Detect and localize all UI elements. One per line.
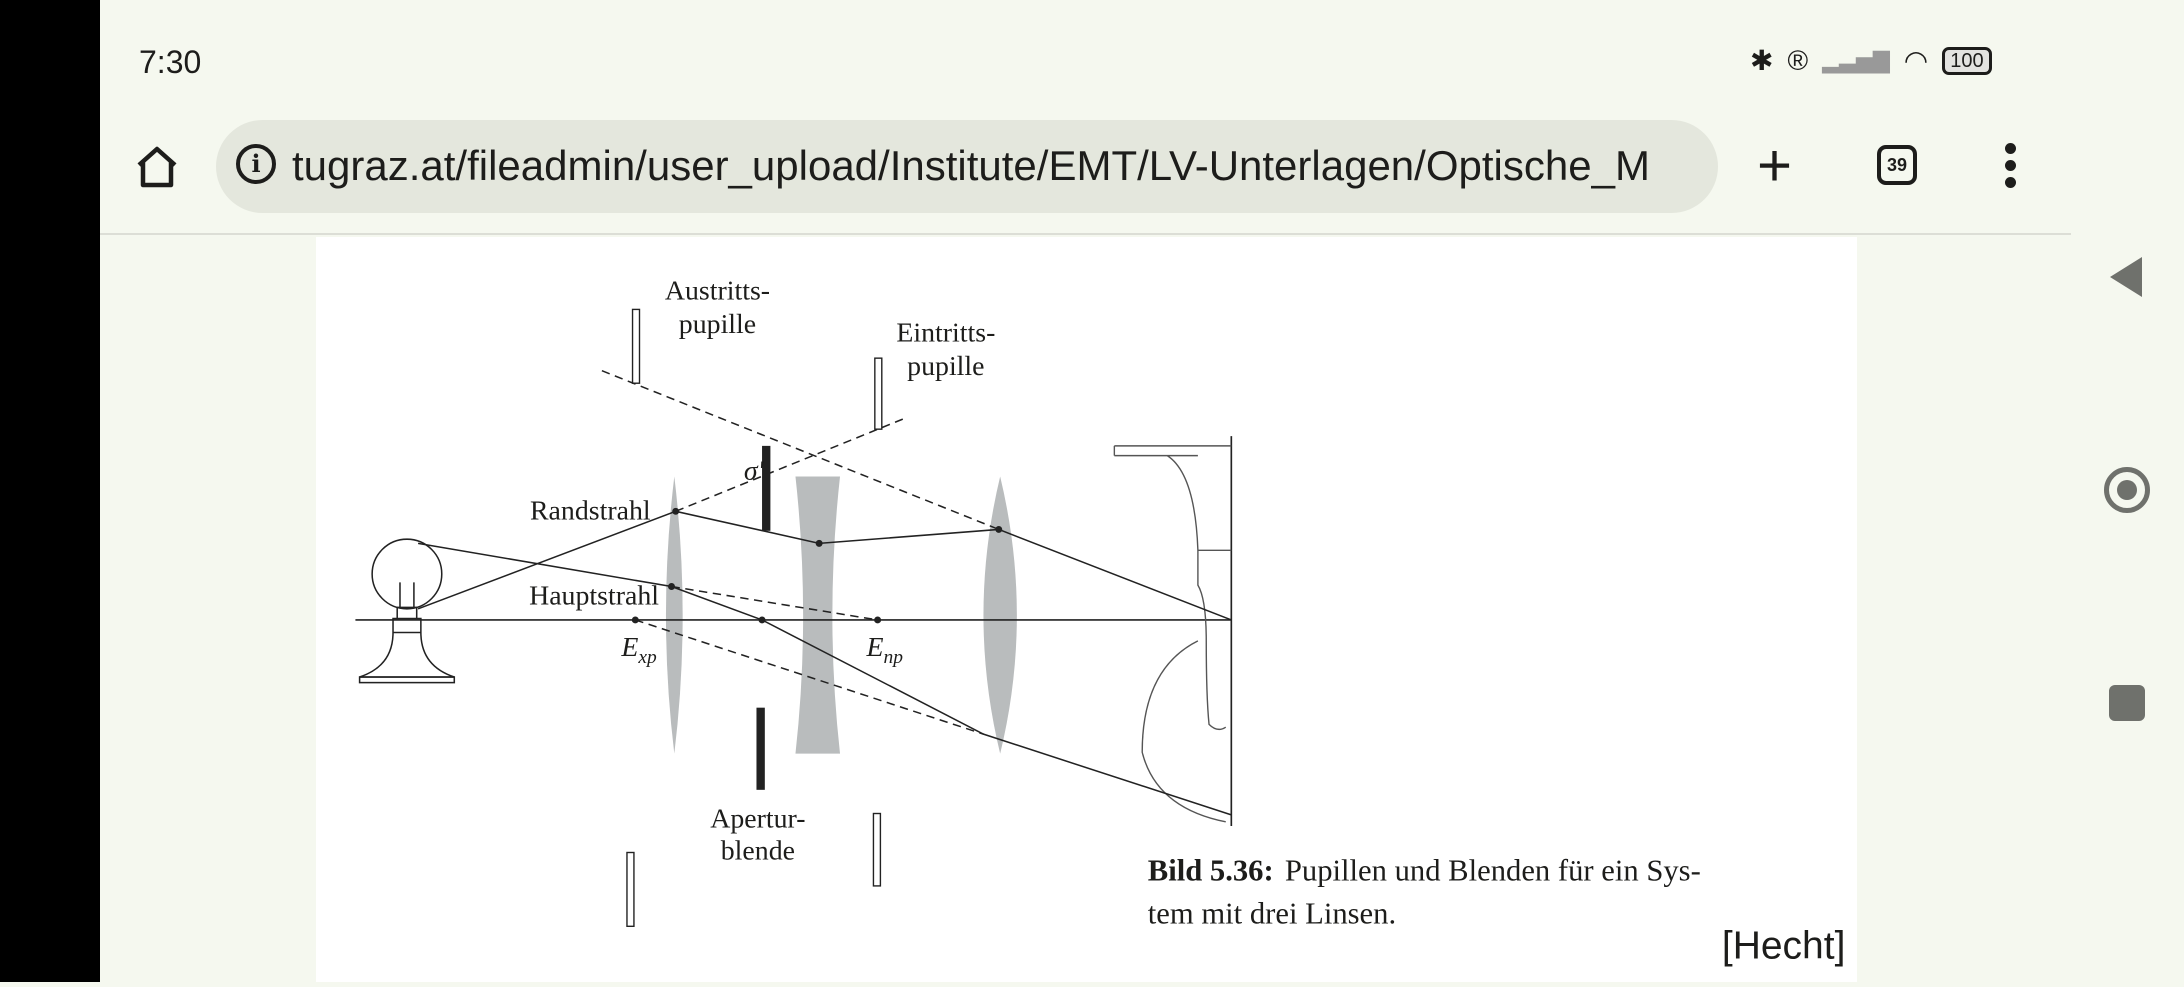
more-menu-button[interactable] xyxy=(2005,143,2021,194)
address-bar[interactable]: i tugraz.at/fileadmin/user_upload/Instit… xyxy=(216,120,1718,213)
tab-switcher-button[interactable]: 39 xyxy=(1877,145,1917,185)
lens-3 xyxy=(983,476,1017,754)
ray-points xyxy=(631,507,1003,624)
aperture-stop-top xyxy=(762,445,771,531)
label-hauptstrahl: Hauptstrahl xyxy=(529,581,659,612)
bluetooth-icon: ✱ xyxy=(1750,45,1774,76)
toolbar-divider xyxy=(100,233,2071,235)
label-blende: blende xyxy=(721,835,795,866)
caption-line-2: tem mit drei Linsen. xyxy=(1148,897,1396,931)
label-eintritts-pupille: pupille xyxy=(907,351,984,382)
status-time: 7:30 xyxy=(139,44,202,80)
label-apertur: Apertur- xyxy=(710,803,805,834)
label-exp: Exp xyxy=(620,632,657,668)
source-credit: [Hecht] xyxy=(1722,924,1846,967)
lens-2 xyxy=(795,476,841,754)
document-page: Austritts- pupille Eintritts- pupille Ra… xyxy=(316,237,1857,982)
nav-recents-button[interactable] xyxy=(2109,685,2145,721)
label-sigma: σ' xyxy=(744,455,765,486)
label-enp: Enp xyxy=(865,632,903,668)
home-button[interactable] xyxy=(133,143,181,191)
nav-back-button[interactable] xyxy=(2110,257,2142,297)
bulb-right xyxy=(1113,445,1232,823)
signal-icon: ▂▃▅▇ xyxy=(1822,47,1890,73)
optics-figure: Austritts- pupille Eintritts- pupille Ra… xyxy=(355,276,1846,967)
pupil-markers xyxy=(626,308,883,927)
new-tab-button[interactable]: + xyxy=(1757,132,1793,199)
battery-icon: 100 xyxy=(1942,46,1992,75)
left-black-bar xyxy=(0,0,100,982)
registered-icon: ® xyxy=(1787,44,1809,76)
status-icons: ✱ ® ▂▃▅▇ ◠ 100 xyxy=(1750,44,1992,77)
aperture-stop-bottom xyxy=(756,707,765,790)
nav-home-button[interactable] xyxy=(2104,467,2150,513)
label-eintritts: Eintritts- xyxy=(896,317,995,348)
apertures xyxy=(756,445,771,790)
wifi-icon: ◠ xyxy=(1903,45,1929,76)
caption-line-1: Bild 5.36:Pupillen und Blenden für ein S… xyxy=(1148,853,1701,887)
lens-1 xyxy=(665,476,683,754)
label-randstrahl: Randstrahl xyxy=(530,496,651,527)
lenses xyxy=(665,476,1017,754)
bulb-left xyxy=(358,538,456,684)
url-text[interactable]: tugraz.at/fileadmin/user_upload/Institut… xyxy=(292,142,1650,189)
label-austritts-pupille: pupille xyxy=(679,309,756,340)
info-icon[interactable]: i xyxy=(236,144,276,184)
dashed-rays xyxy=(601,369,1000,735)
label-austritts: Austritts- xyxy=(665,276,770,307)
